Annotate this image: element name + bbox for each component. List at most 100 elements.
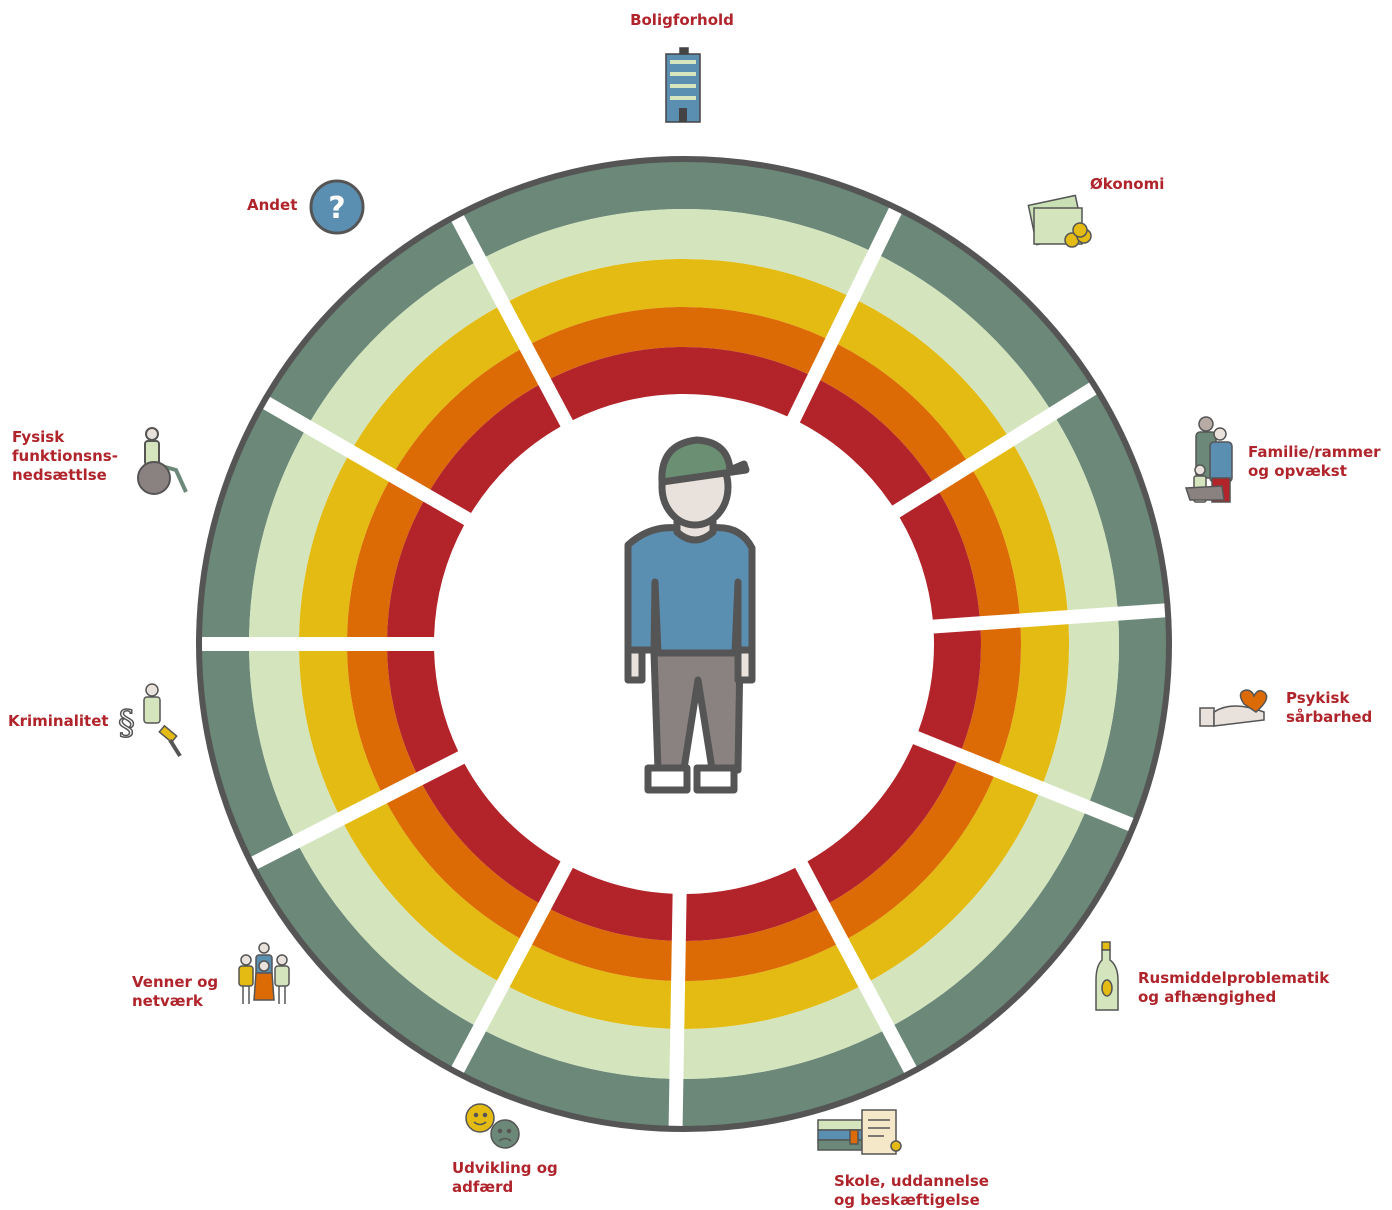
segment-familie-ring-outer bbox=[1056, 392, 1168, 607]
group-of-friends-icon bbox=[238, 942, 290, 1004]
segment-psykisk-ring-light bbox=[1043, 620, 1119, 801]
segment-udvikling-ring-outer bbox=[462, 1031, 670, 1129]
bottle-icon bbox=[1095, 941, 1119, 1011]
label-boligforhold: Boligforhold bbox=[630, 11, 734, 29]
label-line: Økonomi bbox=[1090, 175, 1164, 193]
segment-udvikling-ring-yellow bbox=[509, 944, 672, 1029]
happy-sad-faces-icon bbox=[465, 1103, 520, 1149]
segment-udvikling-ring-red bbox=[550, 867, 673, 941]
label-fysisk: Fysisk funktionsns- nedsættlse bbox=[12, 428, 123, 484]
svg-text:§: § bbox=[118, 703, 135, 743]
segment-familie-ring-light bbox=[1014, 419, 1118, 611]
segment-boligforhold-ring-orange bbox=[532, 307, 826, 379]
segment-venner-ring-orange bbox=[386, 785, 539, 939]
wheel-segments bbox=[199, 159, 1169, 1129]
segment-boligforhold-ring-yellow bbox=[509, 259, 847, 344]
segment-andet-ring-red bbox=[430, 385, 561, 513]
segment-skole-ring-yellow bbox=[684, 944, 859, 1029]
label-line: Udvikling og bbox=[452, 1159, 558, 1177]
heart-in-hand-icon bbox=[1199, 689, 1268, 727]
label-line: Fysisk bbox=[12, 428, 65, 446]
segment-venner-ring-light bbox=[299, 824, 498, 1025]
center-person-icon bbox=[624, 436, 756, 794]
label-okonomi: Økonomi bbox=[1090, 175, 1164, 193]
segment-fysisk-ring-yellow bbox=[299, 457, 389, 638]
segment-andet-ring-light bbox=[310, 263, 498, 446]
segment-andet-ring-orange bbox=[395, 349, 539, 490]
segment-rusmiddel-ring-red bbox=[807, 744, 957, 903]
label-line: Kriminalitet bbox=[8, 712, 109, 730]
segment-kriminalitet-ring-yellow bbox=[299, 650, 381, 813]
segment-andet-ring-outer bbox=[267, 219, 474, 421]
segment-psykisk-ring-yellow bbox=[999, 624, 1069, 782]
label-line: og afhængighed bbox=[1138, 988, 1276, 1006]
label-line: Andet bbox=[247, 196, 297, 214]
segment-kriminalitet-ring-light bbox=[249, 650, 338, 836]
segment-skole-ring-light bbox=[683, 987, 883, 1080]
label-line: Psykisk bbox=[1286, 689, 1350, 707]
apartment-building-icon bbox=[665, 47, 701, 123]
segment-skole-ring-red bbox=[685, 867, 818, 941]
segment-udvikling-ring-orange bbox=[532, 909, 672, 981]
label-line: nedsættlse bbox=[12, 466, 107, 484]
label-psykisk: Psykisk sårbarhed bbox=[1286, 689, 1372, 726]
segment-kriminalitet-ring-orange bbox=[347, 650, 417, 791]
segment-boligforhold-ring-outer bbox=[462, 159, 891, 257]
label-line: funktionsns- bbox=[12, 447, 118, 465]
segment-venner-ring-yellow bbox=[344, 803, 520, 981]
label-rusmiddel: Rusmiddelproblematik og afhængighed bbox=[1138, 969, 1334, 1006]
family-icon bbox=[1184, 416, 1233, 503]
label-familie: Familie/rammer og opvækst bbox=[1248, 443, 1386, 480]
segment-venner-ring-outer bbox=[255, 847, 474, 1069]
money-icon bbox=[1027, 194, 1092, 248]
segment-rusmiddel-ring-light bbox=[870, 794, 1085, 1025]
segment-kriminalitet-ring-outer bbox=[199, 650, 294, 858]
label-line: adfærd bbox=[452, 1178, 513, 1196]
segment-okonomi-ring-red bbox=[799, 380, 933, 506]
label-line: og opvækst bbox=[1248, 462, 1347, 480]
segment-andet-ring-yellow bbox=[354, 307, 520, 470]
segment-rusmiddel-ring-yellow bbox=[848, 776, 1039, 981]
label-line: Familie/rammer bbox=[1248, 443, 1381, 461]
segment-rusmiddel-ring-outer bbox=[894, 813, 1132, 1069]
label-line: og beskæftigelse bbox=[834, 1191, 980, 1209]
segment-okonomi-ring-light bbox=[859, 256, 1050, 435]
label-line: sårbarhed bbox=[1286, 708, 1372, 726]
segment-okonomi-ring-yellow bbox=[837, 301, 1007, 460]
segment-udvikling-ring-light bbox=[485, 987, 671, 1079]
label-udvikling: Udvikling og adfærd bbox=[452, 1159, 563, 1196]
segment-familie-ring-yellow bbox=[973, 445, 1068, 614]
segment-fysisk-ring-outer bbox=[199, 407, 304, 638]
label-kriminalitet: Kriminalitet bbox=[8, 712, 109, 730]
segment-fysisk-ring-light bbox=[249, 432, 348, 638]
segment-psykisk-ring-orange bbox=[961, 627, 1021, 764]
segment-kriminalitet-ring-red bbox=[387, 650, 459, 773]
segment-familie-ring-red bbox=[899, 492, 980, 620]
segment-psykisk-ring-outer bbox=[1089, 617, 1169, 820]
segment-psykisk-ring-red bbox=[918, 630, 981, 749]
label-venner: Venner og netværk bbox=[132, 973, 223, 1010]
label-skole: Skole, uddannelse og beskæftigelse bbox=[834, 1172, 994, 1209]
segment-okonomi-ring-orange bbox=[820, 344, 967, 481]
label-line: Venner og bbox=[132, 973, 218, 991]
segment-skole-ring-outer bbox=[682, 1031, 906, 1129]
segment-venner-ring-red bbox=[422, 763, 561, 903]
books-diploma-icon bbox=[817, 1109, 902, 1155]
svg-text:?: ? bbox=[328, 191, 345, 226]
label-line: Boligforhold bbox=[630, 11, 734, 29]
segment-okonomi-ring-outer bbox=[880, 211, 1092, 408]
label-line: netværk bbox=[132, 992, 204, 1010]
wheelchair-icon bbox=[137, 427, 188, 495]
label-line: Rusmiddelproblematik bbox=[1138, 969, 1330, 987]
segment-rusmiddel-ring-orange bbox=[829, 761, 994, 939]
wheel-outer-border bbox=[196, 156, 1172, 1132]
segment-fysisk-ring-orange bbox=[347, 481, 424, 638]
label-line: Skole, uddannelse bbox=[834, 1172, 989, 1190]
segment-boligforhold-ring-red bbox=[550, 347, 808, 421]
segment-fysisk-ring-red bbox=[387, 501, 465, 638]
label-andet: Andet bbox=[247, 196, 297, 214]
question-mark-icon: ? bbox=[309, 179, 365, 235]
segment-skole-ring-orange bbox=[685, 909, 836, 981]
segment-familie-ring-orange bbox=[939, 471, 1020, 617]
